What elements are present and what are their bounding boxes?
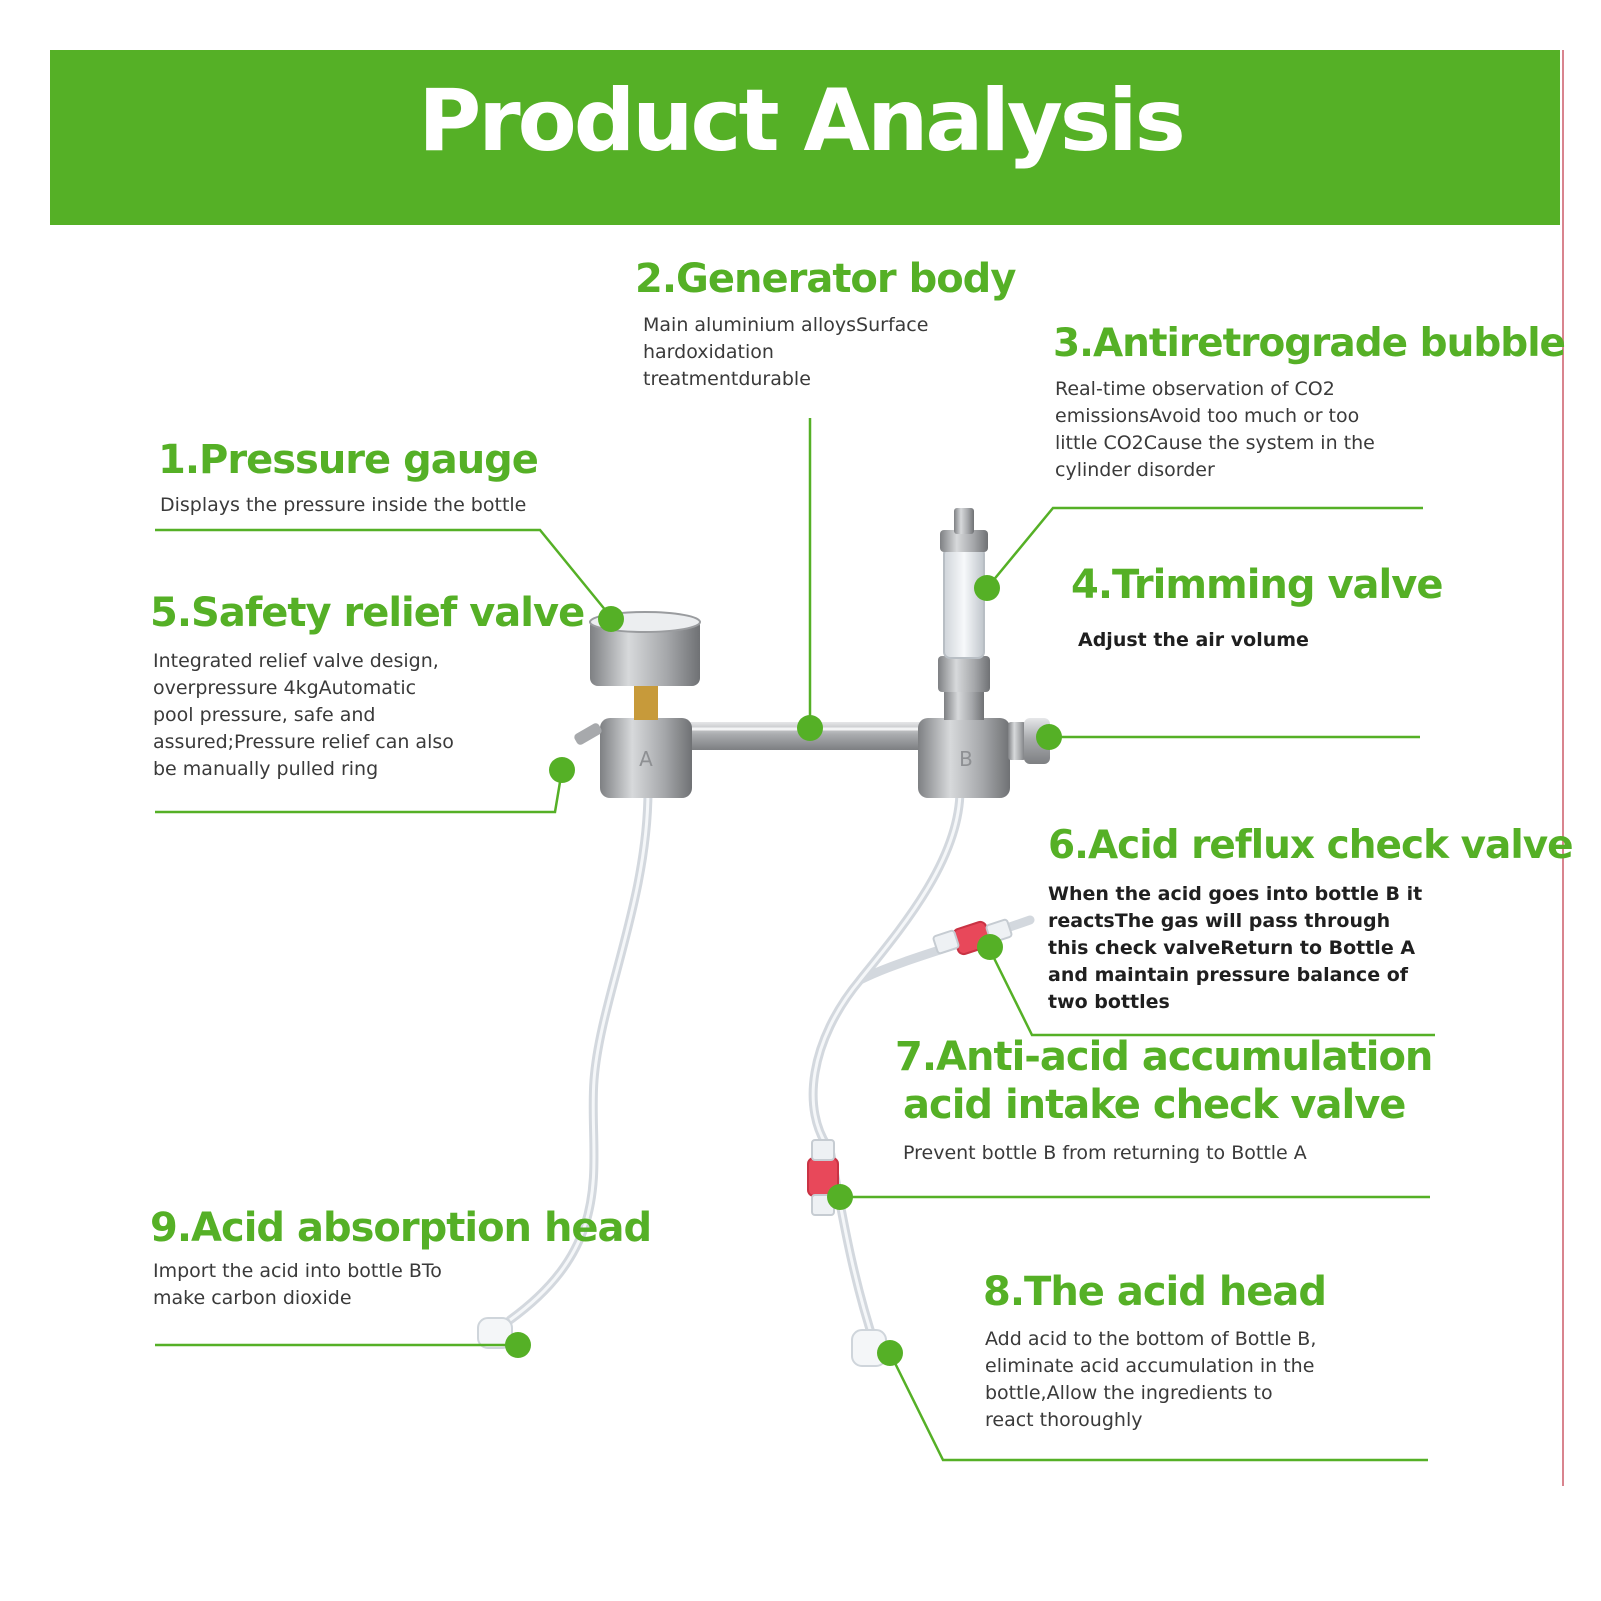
acid-reflux-check-valve-description: When the acid goes into bottle B it reac… [1048,883,1423,1013]
callout-line-acid-reflux-check-valve [988,949,1435,1037]
block-a-illustration: A [574,611,701,798]
anti-acid-check-valve-illustration [807,1139,839,1216]
dot-acid-head [877,1340,903,1366]
dot-generator-body [797,715,823,741]
callout-line-acid-head [888,1352,1428,1462]
acid-absorption-head-title: 9.Acid absorption head [150,1205,652,1251]
acid-absorption-head-description: Import the acid into bottle BTo make car… [153,1260,442,1309]
anti-acid-check-valve-title-line1: 7.Anti-acid accumulation [895,1034,1433,1080]
dot-safety-relief-valve [549,757,575,783]
right-border-line [1562,50,1564,1486]
block-b-illustration: B [918,508,1050,798]
tube-right-highlight [811,789,962,1346]
safety-relief-valve-title: 5.Safety relief valve [150,590,585,636]
callout-line-antiretrograde-bubble [986,506,1423,589]
callout-line-pressure-gauge [155,528,612,618]
block-a-letter: A [639,747,653,771]
acid-absorption-head-illustration [477,1317,513,1349]
trimming-valve-title: 4.Trimming valve [1071,562,1443,608]
acid-head-description: Add acid to the bottom of Bottle B, elim… [985,1328,1317,1431]
dot-antiretrograde-bubble [974,575,1000,601]
header-banner [50,50,1560,225]
dot-pressure-gauge [598,606,624,632]
tube-left-highlight [509,789,650,1322]
pressure-gauge-title: 1.Pressure gauge [158,437,539,483]
page-title: Product Analysis [418,71,1186,171]
safety-relief-valve-description: Integrated relief valve design, overpres… [153,650,454,780]
anti-acid-check-valve-title-line2: acid intake check valve [903,1082,1406,1128]
anti-acid-check-valve-description: Prevent bottle B from returning to Bottl… [903,1142,1307,1164]
trimming-valve-description: Adjust the air volume [1078,629,1309,651]
acid-reflux-check-valve-title: 6.Acid reflux check valve [1048,823,1574,868]
callout-line-safety-relief-valve [155,769,564,814]
dot-anti-acid-check-valve [827,1184,853,1210]
generator-body-description: Main aluminium alloysSurface hardoxidati… [643,314,929,390]
dot-trimming-valve [1036,724,1062,750]
dot-acid-absorption-head [505,1332,531,1358]
acid-head-title: 8.The acid head [983,1269,1327,1315]
generator-body-title: 2.Generator body [635,256,1016,302]
block-b-letter: B [959,747,973,771]
callout-lines [155,418,1435,1462]
antiretrograde-bubble-description: Real-time observation of CO2 emissionsAv… [1055,378,1375,481]
callout-dots [505,575,1062,1366]
pressure-gauge-description: Displays the pressure inside the bottle [160,494,527,516]
generator-body-illustration [662,722,932,750]
antiretrograde-bubble-title: 3.Antiretrograde bubble [1053,321,1566,366]
dot-acid-reflux-check-valve [977,934,1003,960]
